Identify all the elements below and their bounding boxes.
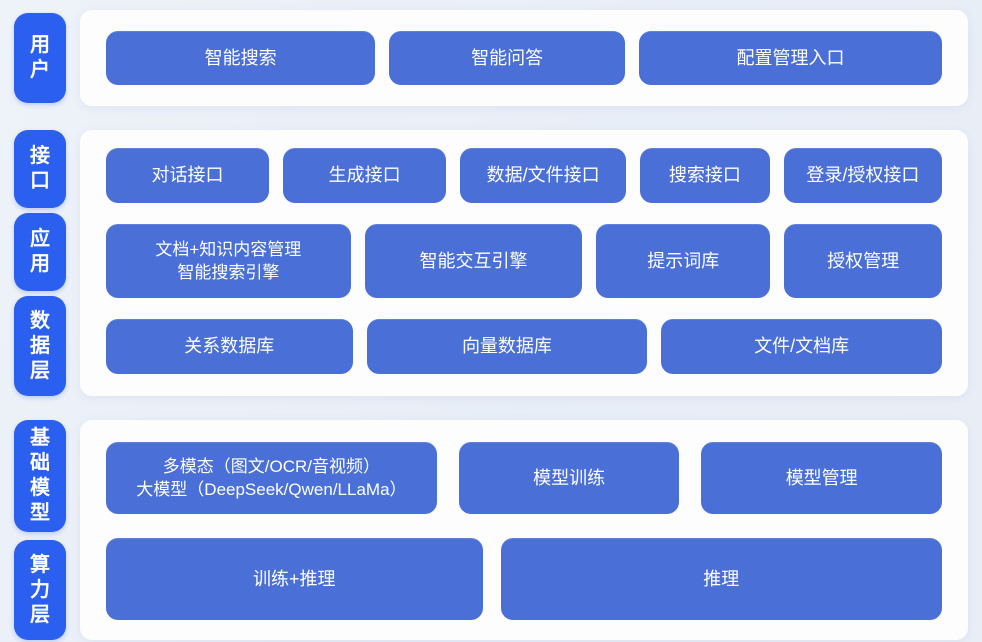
- box-auth-management-label: 授权管理: [827, 250, 900, 271]
- box-model-training-label: 模型训练: [533, 467, 606, 488]
- box-file-doc-store: 文件/文档库: [661, 319, 942, 374]
- box-file-doc-store-label: 文件/文档库: [754, 336, 850, 357]
- layer-label-compute-layer-text: 算力层: [30, 553, 50, 626]
- box-smart-qa-label: 智能问答: [471, 47, 544, 68]
- box-inference: 推理: [500, 538, 942, 620]
- pill-column-bottom: 基础模型 算力层: [14, 420, 66, 640]
- box-inference-label: 推理: [703, 568, 740, 589]
- layer-middle: 接口 应用 数据层 对话接口 生成接口 数据/文件接口 搜索接口 登录/授权接口…: [14, 130, 968, 396]
- layer-bottom: 基础模型 算力层 多模态（图文/OCR/音视频） 大模型（DeepSeek/Qw…: [14, 420, 968, 640]
- box-training-inference: 训练+推理: [106, 538, 483, 620]
- box-model-management: 模型管理: [701, 442, 942, 514]
- box-doc-knowledge-search-engine: 文档+知识内容管理 智能搜索引擎: [106, 224, 351, 298]
- layer-label-compute-layer: 算力层: [14, 540, 66, 640]
- box-relational-db-label: 关系数据库: [184, 336, 275, 357]
- panel-middle: 对话接口 生成接口 数据/文件接口 搜索接口 登录/授权接口 文档+知识内容管理…: [80, 130, 968, 396]
- box-interactive-engine-label: 智能交互引擎: [419, 250, 528, 271]
- row-data-stores: 关系数据库 向量数据库 文件/文档库: [106, 319, 942, 374]
- row-compute: 训练+推理 推理: [106, 538, 942, 620]
- row-user-entries: 智能搜索 智能问答 配置管理入口: [106, 31, 942, 85]
- panel-user: 智能搜索 智能问答 配置管理入口: [80, 10, 968, 106]
- box-auth-management: 授权管理: [784, 224, 942, 298]
- box-model-training: 模型训练: [458, 442, 680, 514]
- layer-label-user-text: 用户: [30, 34, 50, 81]
- layer-label-foundation-model: 基础模型: [14, 420, 66, 532]
- layer-label-interface-text: 接口: [30, 145, 50, 192]
- layer-label-foundation-model-text: 基础模型: [30, 427, 50, 524]
- panel-bottom: 多模态（图文/OCR/音视频） 大模型（DeepSeek/Qwen/LLaMa）…: [80, 420, 968, 640]
- box-interactive-engine: 智能交互引擎: [364, 224, 583, 298]
- box-doc-knowledge-search-engine-label: 文档+知识内容管理 智能搜索引擎: [155, 239, 302, 282]
- layer-label-application: 应用: [14, 213, 66, 291]
- box-config-entry-label: 配置管理入口: [736, 47, 845, 68]
- box-data-file-api-label: 数据/文件接口: [486, 165, 600, 186]
- layer-label-application-text: 应用: [30, 228, 50, 275]
- box-login-auth-api-label: 登录/授权接口: [806, 165, 920, 186]
- box-multimodal-llm: 多模态（图文/OCR/音视频） 大模型（DeepSeek/Qwen/LLaMa）: [106, 442, 437, 514]
- layer-label-user: 用户: [14, 13, 66, 103]
- box-vector-db-label: 向量数据库: [461, 336, 552, 357]
- box-smart-qa: 智能问答: [389, 31, 625, 85]
- box-search-api-label: 搜索接口: [668, 165, 741, 186]
- box-generation-api: 生成接口: [283, 148, 447, 203]
- row-interfaces: 对话接口 生成接口 数据/文件接口 搜索接口 登录/授权接口: [106, 148, 942, 203]
- box-config-entry: 配置管理入口: [639, 31, 942, 85]
- box-model-management-label: 模型管理: [785, 467, 858, 488]
- layer-user: 用户 智能搜索 智能问答 配置管理入口: [14, 10, 968, 106]
- box-relational-db: 关系数据库: [106, 319, 353, 374]
- pill-column-middle: 接口 应用 数据层: [14, 130, 66, 396]
- box-multimodal-llm-label: 多模态（图文/OCR/音视频） 大模型（DeepSeek/Qwen/LLaMa）: [136, 456, 407, 499]
- box-login-auth-api: 登录/授权接口: [783, 148, 942, 203]
- pill-column-user: 用户: [14, 10, 66, 106]
- box-dialog-api-label: 对话接口: [151, 165, 224, 186]
- row-applications: 文档+知识内容管理 智能搜索引擎 智能交互引擎 提示词库 授权管理: [106, 224, 942, 298]
- box-data-file-api: 数据/文件接口: [460, 148, 627, 203]
- box-search-api: 搜索接口: [640, 148, 770, 203]
- layer-label-data-layer-text: 数据层: [30, 309, 50, 382]
- box-dialog-api: 对话接口: [106, 148, 270, 203]
- box-smart-search-label: 智能搜索: [204, 47, 277, 68]
- box-generation-api-label: 生成接口: [328, 165, 401, 186]
- box-vector-db: 向量数据库: [366, 319, 648, 374]
- layer-label-interface: 接口: [14, 130, 66, 208]
- box-training-inference-label: 训练+推理: [252, 568, 336, 589]
- row-models: 多模态（图文/OCR/音视频） 大模型（DeepSeek/Qwen/LLaMa）…: [106, 442, 942, 514]
- box-prompt-library-label: 提示词库: [647, 250, 720, 271]
- box-prompt-library: 提示词库: [596, 224, 771, 298]
- layer-label-data-layer: 数据层: [14, 296, 66, 396]
- box-smart-search: 智能搜索: [106, 31, 376, 85]
